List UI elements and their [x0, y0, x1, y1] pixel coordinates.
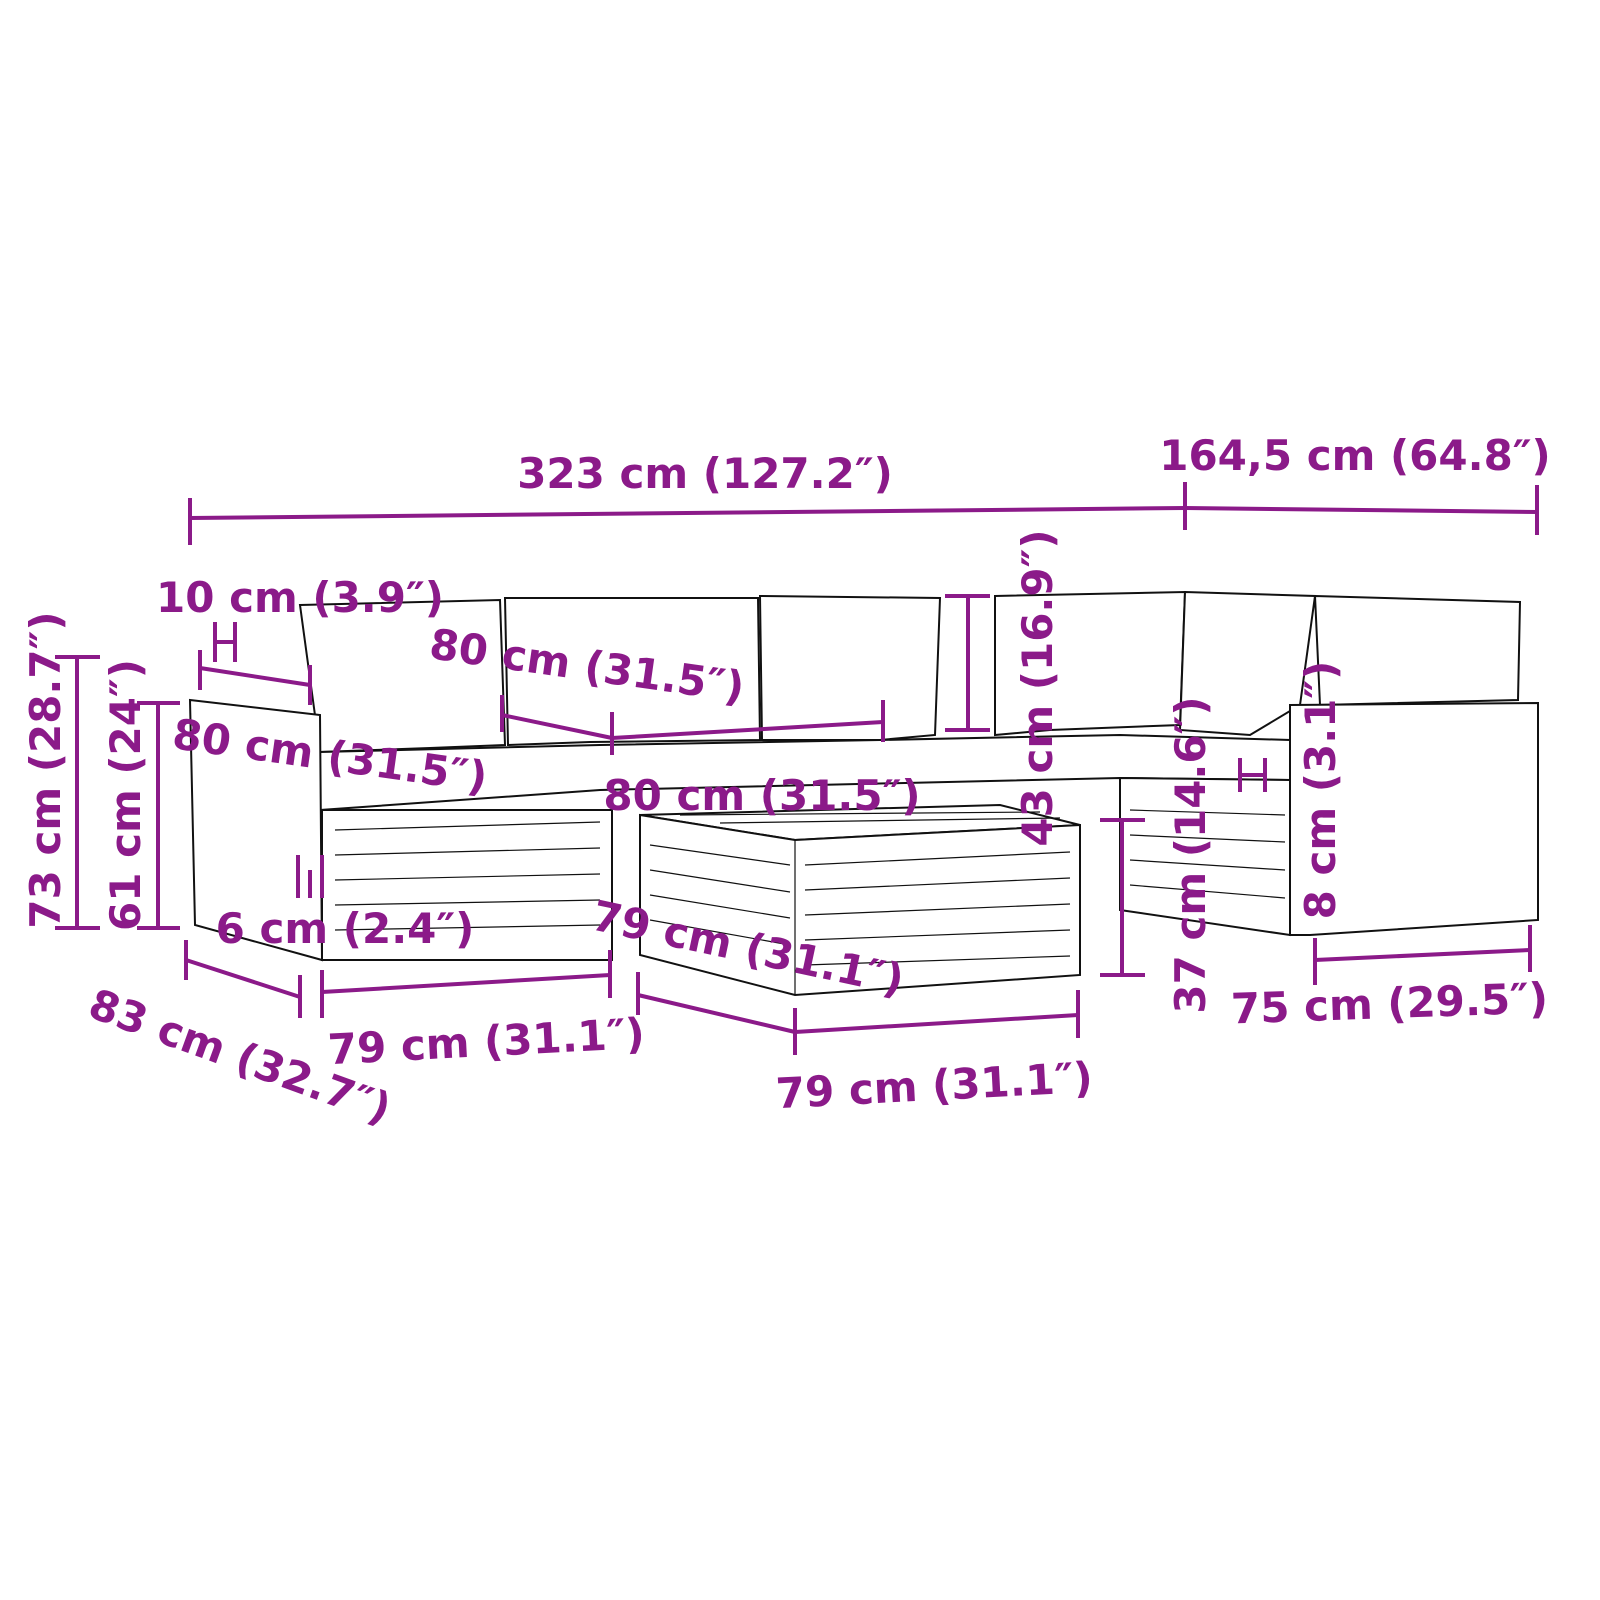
- back-cushion: [503, 597, 762, 747]
- label-armrest-width: 10 cm (3.9″): [156, 573, 444, 622]
- label-cushion-thickness: 8 cm (3.1″): [1296, 661, 1345, 920]
- label-table-top-width: 80 cm (31.5″): [603, 771, 920, 820]
- label-seat-height: 37 cm (14.6″): [1166, 696, 1215, 1013]
- label-leg-height: 6 cm (2.4″): [216, 904, 475, 953]
- back-cushion: [1313, 594, 1522, 707]
- label-total-height: 73 cm (28.7″): [21, 611, 70, 928]
- right-armrest: [1289, 701, 1539, 936]
- label-side-depth: 75 cm (29.5″): [1230, 973, 1549, 1033]
- back-cushion: [758, 594, 942, 741]
- label-corner-width: 164,5 cm (64.8″): [1159, 431, 1551, 480]
- sofa-furniture: [188, 590, 1539, 997]
- label-module-width: 79 cm (31.1″): [327, 1009, 646, 1075]
- back-cushion: [994, 590, 1187, 737]
- label-table-width: 79 cm (31.1″): [775, 1053, 1094, 1119]
- label-back-height: 43 cm (16.9″): [1013, 529, 1062, 846]
- dimension-labels: 323 cm (127.2″) 164,5 cm (64.8″) 10 cm (…: [21, 431, 1551, 1134]
- back-cushion: [298, 598, 507, 754]
- back-cushion: [1178, 590, 1317, 737]
- dimension-lines: [55, 482, 1539, 1055]
- left-module-frame: [321, 809, 613, 961]
- label-total-width: 323 cm (127.2″): [517, 449, 893, 498]
- label-arm-height: 61 cm (24″): [101, 659, 150, 931]
